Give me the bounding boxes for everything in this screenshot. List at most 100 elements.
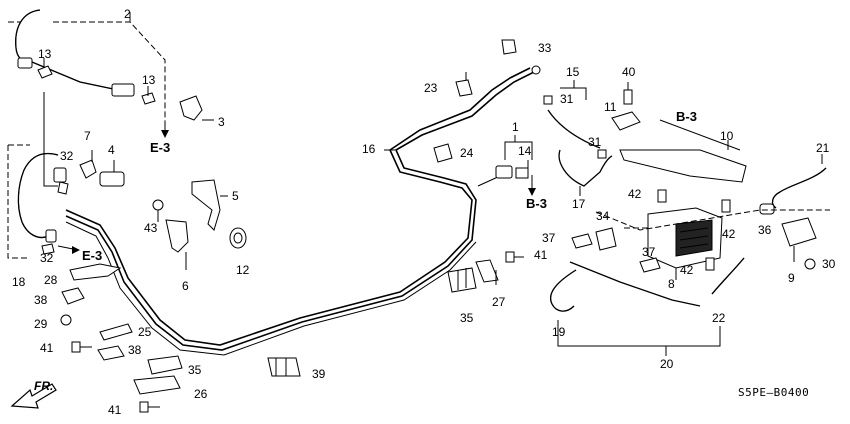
label-32b: 32 — [40, 251, 54, 265]
label-36: 36 — [758, 223, 772, 237]
clip-33 — [501, 39, 517, 55]
label-29: 29 — [34, 317, 48, 331]
b3-arrow-head-mid — [528, 188, 536, 196]
clip-24 — [433, 143, 453, 163]
label-16: 16 — [362, 142, 376, 156]
valve-9 — [781, 217, 817, 247]
label-6: 6 — [182, 279, 189, 293]
clip-7 — [79, 159, 97, 179]
label-3: 3 — [218, 115, 225, 129]
ref-b3-right: B-3 — [676, 109, 697, 124]
front-arrow-icon — [10, 383, 57, 409]
label-12: 12 — [236, 263, 250, 277]
clip-13b — [141, 92, 156, 105]
clip-32b — [41, 243, 55, 255]
clip-35b — [447, 267, 477, 293]
hose-end-2 — [17, 57, 33, 69]
label-42c: 42 — [680, 263, 694, 277]
ref-e3-top: E-3 — [150, 140, 170, 155]
group-right-outline — [595, 209, 830, 231]
label-30: 30 — [822, 257, 836, 271]
bolt-41c — [505, 251, 515, 263]
pipe-joint-1 — [495, 165, 513, 179]
bolt-42b — [721, 199, 731, 213]
label-35b: 35 — [460, 311, 474, 325]
hose-18-end — [53, 167, 67, 183]
nut-30 — [804, 258, 816, 270]
part-36 — [759, 203, 775, 215]
leader-13a-long — [43, 92, 58, 187]
main-pipe-c — [65, 221, 477, 356]
label-42b: 42 — [722, 227, 736, 241]
clip-35a — [147, 355, 183, 375]
bolt-42a — [657, 189, 667, 203]
label-18: 18 — [12, 275, 26, 289]
clip-37b — [639, 257, 661, 273]
label-23: 23 — [424, 81, 438, 95]
clip-38b — [97, 345, 125, 361]
label-42a: 42 — [628, 187, 642, 201]
clip-34 — [595, 227, 617, 251]
main-pipe-b — [65, 71, 535, 351]
hose-18 — [17, 152, 59, 239]
label-9: 9 — [788, 271, 795, 285]
hose-connector-2 — [111, 83, 135, 97]
label-4: 4 — [108, 143, 115, 157]
label-20: 20 — [660, 357, 674, 371]
clip-3 — [179, 95, 203, 121]
hose-17 — [558, 149, 613, 187]
label-13a: 13 — [38, 47, 52, 61]
hose-18-end-b — [45, 229, 57, 243]
label-39: 39 — [312, 367, 326, 381]
label-38b: 38 — [128, 343, 142, 357]
bolt-42c — [705, 257, 715, 271]
clip-39 — [267, 357, 301, 377]
bracket-26 — [133, 375, 181, 395]
bracket-10 — [619, 149, 747, 183]
bracket-27 — [475, 259, 499, 283]
label-31b: 31 — [588, 135, 602, 149]
label-32a: 32 — [60, 149, 74, 163]
label-2: 2 — [124, 7, 131, 21]
bracket-5 — [191, 179, 221, 231]
leader-1 — [514, 135, 533, 160]
label-27: 27 — [492, 295, 506, 309]
clip-13a — [37, 65, 53, 79]
label-41a: 41 — [40, 341, 54, 355]
label-26: 26 — [194, 387, 208, 401]
label-31a: 31 — [560, 92, 574, 106]
label-19: 19 — [552, 325, 566, 339]
label-40: 40 — [622, 65, 636, 79]
clip-38a — [61, 287, 85, 305]
solenoid-11 — [611, 111, 641, 131]
bracket-28 — [69, 263, 122, 281]
label-8: 8 — [668, 277, 675, 291]
label-38a: 38 — [34, 293, 48, 307]
bolt-40 — [623, 89, 633, 105]
clip-31a — [543, 95, 553, 105]
e3-arrow-head-left — [72, 246, 80, 254]
pipe-20 — [569, 261, 701, 307]
e3-arrow-head-top — [161, 130, 169, 138]
leader-15 — [573, 80, 587, 100]
ref-e3-left: E-3 — [82, 248, 102, 263]
bolt-41a — [71, 341, 81, 353]
clip-23 — [455, 79, 473, 97]
label-41c: 41 — [534, 248, 548, 262]
label-25: 25 — [138, 325, 152, 339]
hose-19 — [550, 269, 577, 312]
label-11: 11 — [604, 100, 617, 114]
group-18-outline — [7, 145, 30, 259]
label-37a: 37 — [542, 231, 556, 245]
pipe-end-top — [531, 65, 541, 75]
main-pipe-a — [65, 67, 531, 346]
clip-25 — [99, 323, 133, 341]
label-7: 7 — [84, 129, 91, 143]
label-17: 17 — [572, 197, 586, 211]
clip-37a — [571, 233, 593, 249]
label-14: 14 — [518, 144, 532, 158]
label-35a: 35 — [188, 363, 202, 377]
label-24: 24 — [460, 146, 474, 160]
